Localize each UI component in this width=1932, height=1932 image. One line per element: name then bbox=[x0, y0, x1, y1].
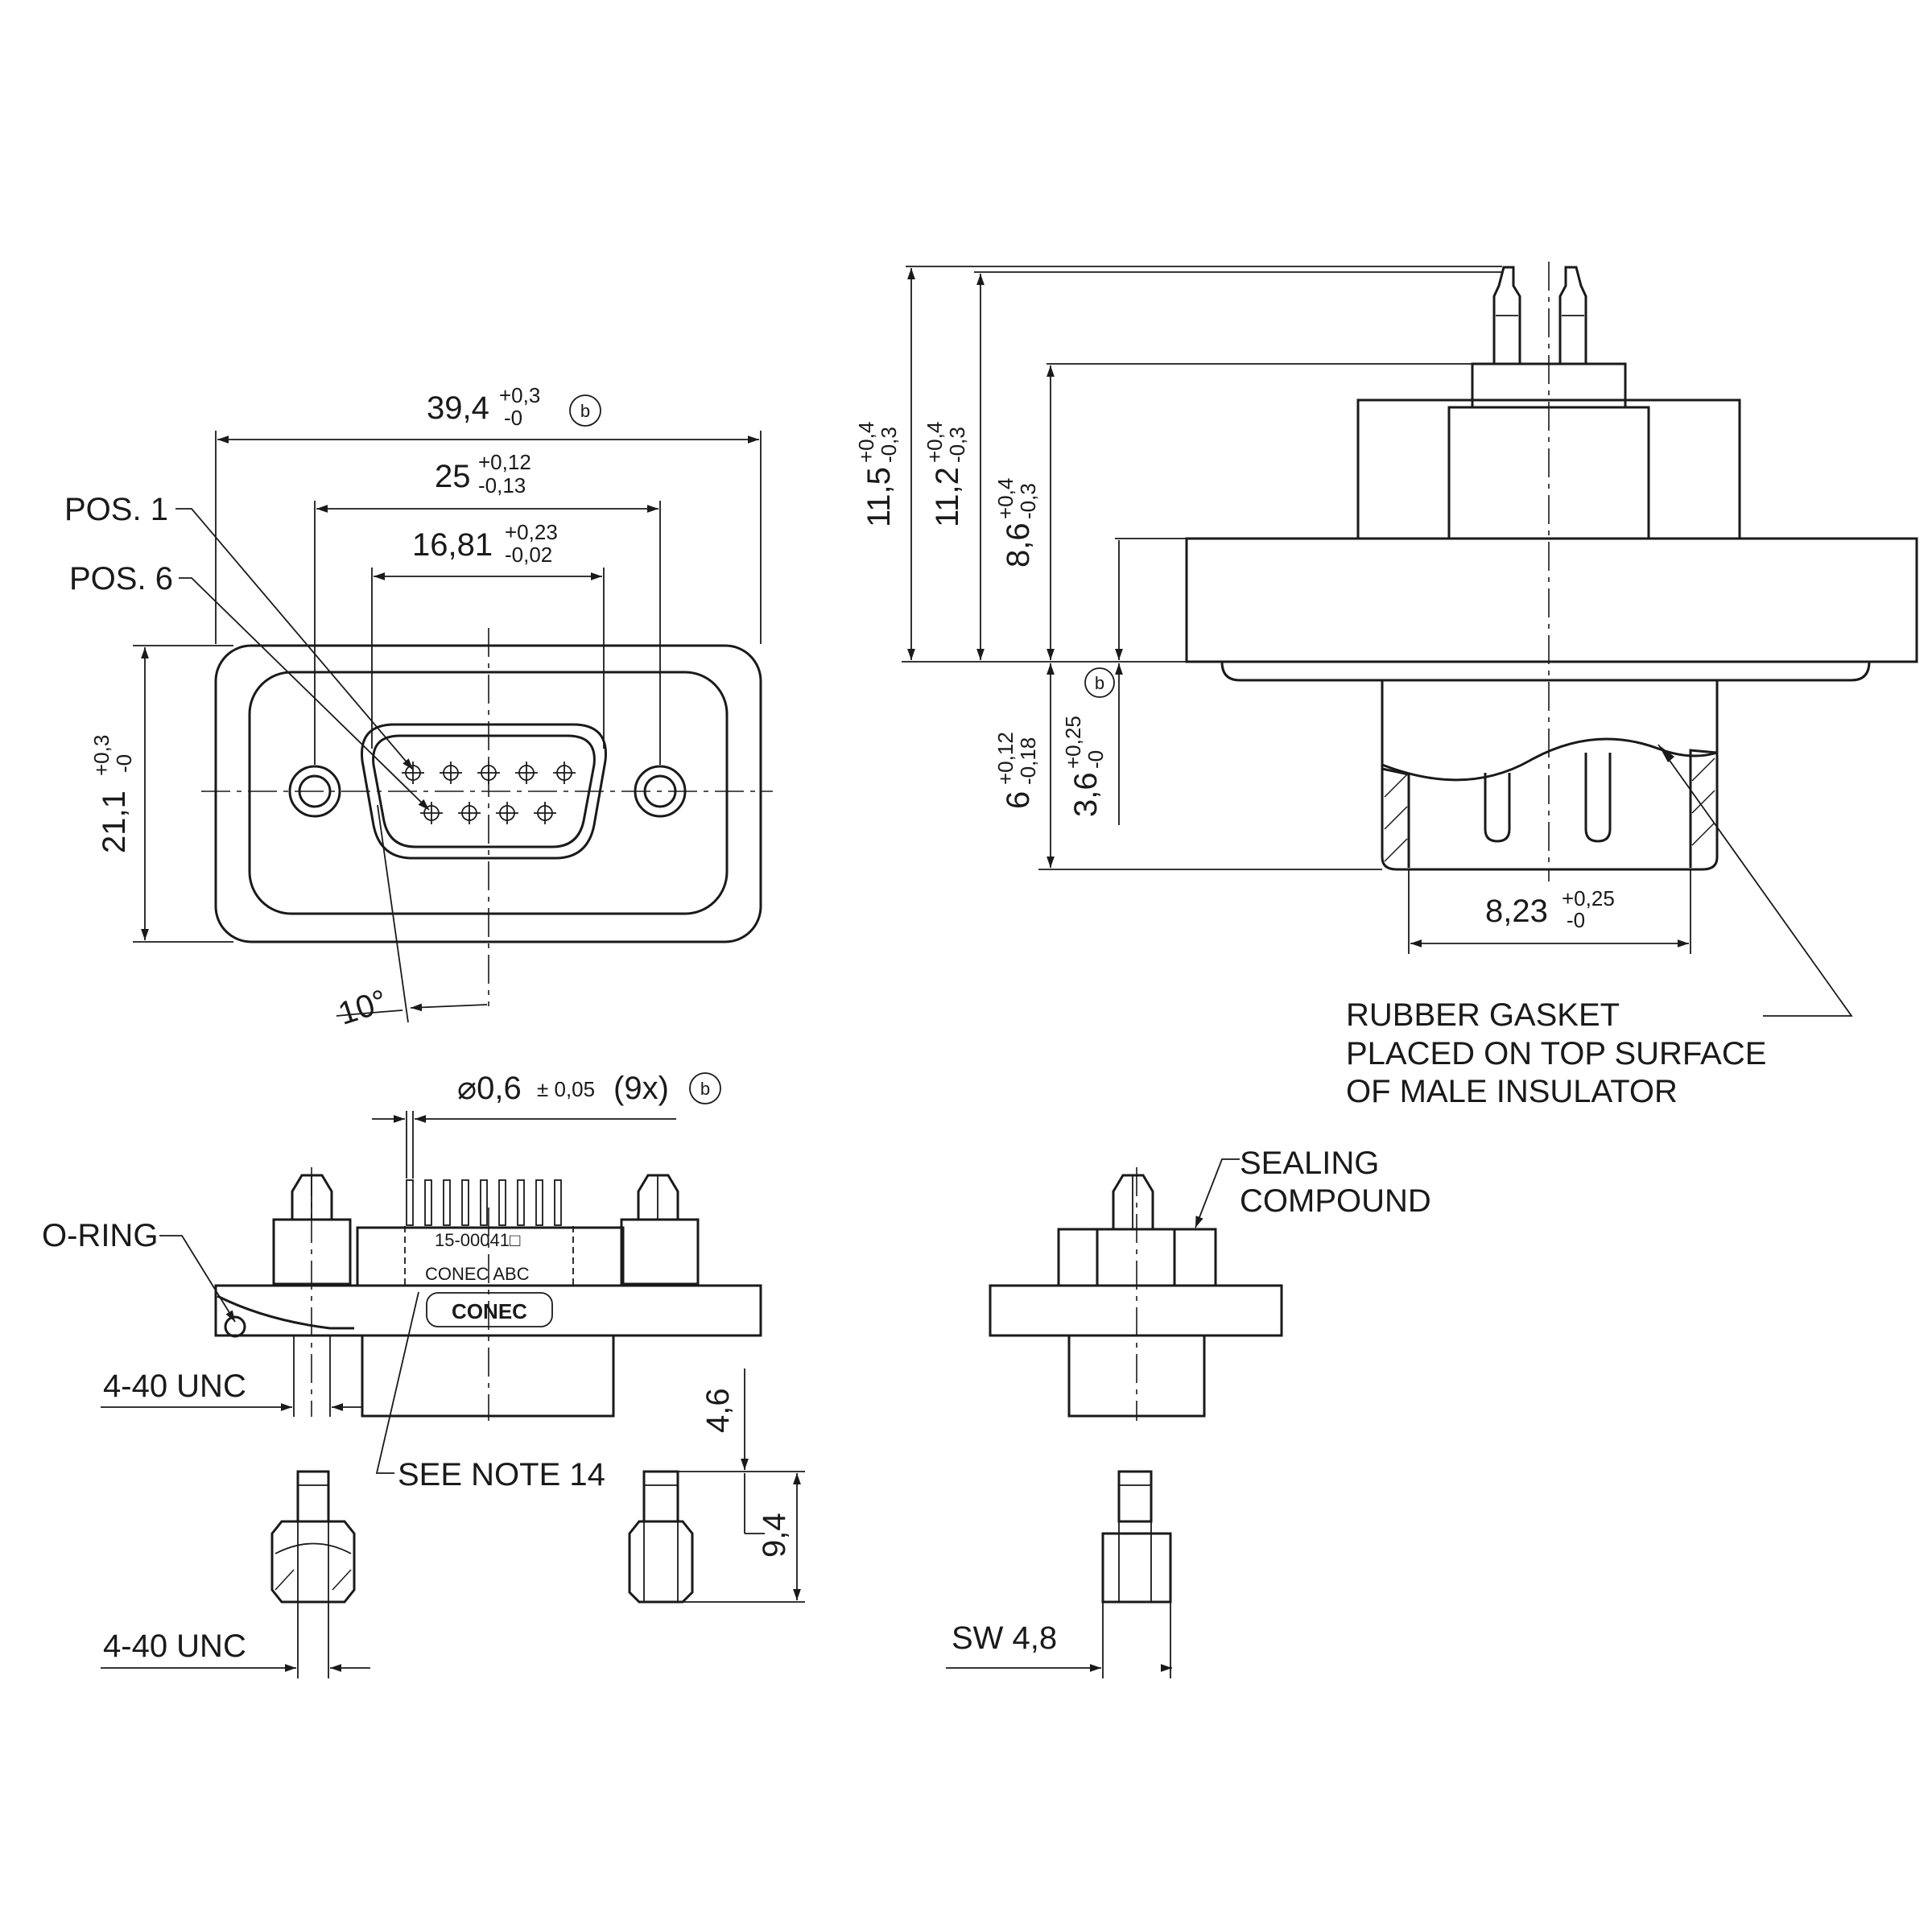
gasket-note-line-1: RUBBER GASKET bbox=[1346, 997, 1620, 1033]
height3-tol-upper: +0,4 bbox=[993, 478, 1018, 519]
dim-4-6: 4,6 bbox=[700, 1388, 736, 1433]
bottom-view: 15-00041□ CONEC ABC CONEC bbox=[101, 1111, 762, 1474]
overall-width-ref: b bbox=[580, 401, 590, 421]
overall-height-tol-upper: +0,3 bbox=[89, 735, 114, 776]
hole-pitch-tol-lower: -0,13 bbox=[478, 473, 526, 497]
conec-logo: CONEC bbox=[452, 1299, 527, 1323]
see-note-label: SEE NOTE 14 bbox=[398, 1457, 605, 1492]
side-view bbox=[902, 262, 1918, 1017]
height3-value: 8,6 bbox=[1001, 522, 1036, 568]
gasket-depth-tol-lower: -0 bbox=[1084, 750, 1108, 769]
mounting-hole-right bbox=[634, 765, 687, 818]
height2-tol-lower: -0,3 bbox=[945, 427, 969, 463]
jack-screw-middle bbox=[628, 1470, 694, 1604]
insulator-depth-tol-lower: -0,18 bbox=[1016, 737, 1040, 785]
insulator-depth-value: 6 bbox=[1001, 791, 1036, 809]
dim-9-4: 9,4 bbox=[757, 1513, 792, 1558]
insulator-depth-tol-upper: +0,12 bbox=[993, 732, 1018, 785]
height3-tol-lower: -0,3 bbox=[1016, 483, 1040, 519]
end-view bbox=[989, 1158, 1283, 1421]
height2-value: 11,2 bbox=[930, 467, 965, 527]
pos1-label: POS. 1 bbox=[64, 492, 168, 527]
gasket-depth-ref: b bbox=[1095, 673, 1104, 693]
pin-diameter-tol: ± 0,05 bbox=[537, 1077, 595, 1101]
overall-width-value: 39,4 bbox=[427, 390, 489, 426]
pin-diameter-value: ⌀0,6 bbox=[457, 1071, 522, 1106]
pin-tails bbox=[406, 1179, 562, 1226]
shell-width-tol-upper: +0,23 bbox=[505, 520, 558, 544]
insulator-width-value: 8,23 bbox=[1485, 894, 1548, 929]
sealing-label-line-1: SEALING bbox=[1240, 1146, 1379, 1181]
jack-screw-right bbox=[1101, 1470, 1172, 1604]
contact-pins bbox=[402, 762, 576, 824]
wrench-size-label: SW 4,8 bbox=[952, 1620, 1057, 1656]
thread-label-bottom: 4-40 UNC bbox=[103, 1629, 246, 1664]
insulator-width-tol-lower: -0 bbox=[1567, 908, 1585, 932]
overall-width-tol-lower: -0 bbox=[504, 406, 522, 430]
pin-diameter-ref: b bbox=[700, 1079, 710, 1099]
pos6-label: POS. 6 bbox=[69, 561, 173, 597]
mounting-hole-left bbox=[288, 765, 341, 818]
marking-text: CONEC ABC bbox=[425, 1264, 530, 1284]
pin-diameter-count: (9x) bbox=[613, 1071, 669, 1106]
insulator-width-tol-upper: +0,25 bbox=[1562, 886, 1615, 910]
overall-height-value: 21,1 bbox=[97, 791, 132, 853]
gasket-note-line-3: OF MALE INSULATOR bbox=[1346, 1074, 1678, 1109]
gasket-depth-value: 3,6 bbox=[1068, 772, 1104, 817]
gasket-depth-tol-upper: +0,25 bbox=[1061, 716, 1085, 769]
thread-label-top: 4-40 UNC bbox=[103, 1368, 246, 1404]
hole-pitch-tol-upper: +0,12 bbox=[478, 450, 531, 474]
shell-width-value: 16,81 bbox=[412, 527, 493, 563]
oring-label: O-RING bbox=[42, 1218, 158, 1253]
part-number: 15-00041□ bbox=[435, 1230, 520, 1250]
sealing-label-line-2: COMPOUND bbox=[1240, 1183, 1431, 1219]
shell-width-tol-lower: -0,02 bbox=[505, 543, 552, 567]
height2-tol-upper: +0,4 bbox=[923, 422, 947, 463]
jack-screw-left bbox=[270, 1470, 356, 1604]
total-height-tol-lower: -0,3 bbox=[877, 427, 901, 463]
angle-label: 10° bbox=[334, 983, 391, 1032]
front-view bbox=[133, 431, 773, 1023]
gasket-note-line-2: PLACED ON TOP SURFACE bbox=[1346, 1036, 1766, 1071]
hole-pitch-value: 25 bbox=[435, 459, 471, 494]
total-height-value: 11,5 bbox=[861, 467, 897, 527]
overall-width-tol-upper: +0,3 bbox=[499, 383, 540, 407]
total-height-tol-upper: +0,4 bbox=[854, 422, 878, 463]
overall-height-tol-lower: -0 bbox=[112, 754, 136, 773]
